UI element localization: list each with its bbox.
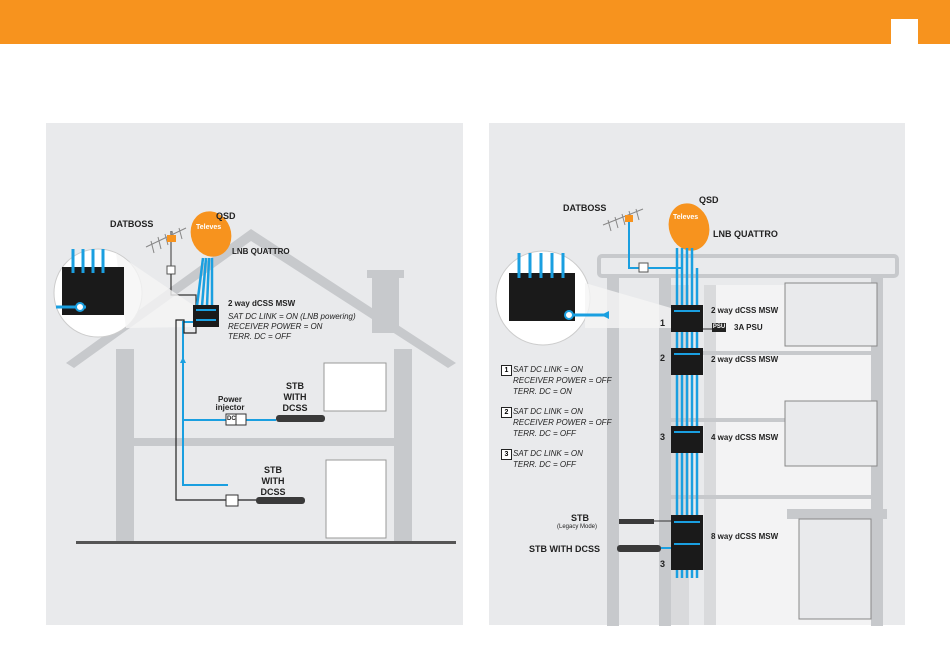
psu-label: 3A PSU xyxy=(734,323,763,332)
step-number-1: 1 xyxy=(660,318,666,328)
stb-dcss-label: STB WITH DCSS xyxy=(529,544,600,554)
msw-label: 2 way dCSS MSW xyxy=(228,299,296,308)
terrestrial-cable xyxy=(628,222,639,269)
step-number-2: 2 xyxy=(660,353,666,363)
qsd-dish xyxy=(668,203,710,251)
datboss-antenna xyxy=(602,208,644,232)
wall-socket xyxy=(225,494,239,507)
legend-1-line-1: SAT DC LINK = ON xyxy=(513,365,583,374)
step-number-3b: 3 xyxy=(660,559,666,569)
page-number-box xyxy=(891,19,918,44)
msw-box xyxy=(193,305,219,327)
legend-2-line-1: SAT DC LINK = ON xyxy=(513,407,583,416)
msw-1-label: 2 way dCSS MSW xyxy=(711,306,779,315)
stb-legacy-label: STB xyxy=(571,513,589,523)
qsd-label: QSD xyxy=(216,211,236,221)
injector-out xyxy=(235,413,247,426)
legend-2-badge: 2 xyxy=(501,407,512,418)
floor-slab xyxy=(116,438,412,446)
header-bar xyxy=(0,0,950,44)
stb1-line-1: STB xyxy=(286,381,304,391)
stb-2 xyxy=(256,497,305,504)
stb1-line-3: DCSS xyxy=(282,403,308,413)
msw-setting-1: SAT DC LINK = ON (LNB powering) xyxy=(228,312,356,321)
lnb-label: LNB QUATTRO xyxy=(713,229,778,239)
door xyxy=(325,459,387,539)
datboss-antenna xyxy=(145,227,187,254)
datboss-label: DATBOSS xyxy=(110,219,154,229)
roof-parapet xyxy=(597,254,899,278)
step-number-3: 3 xyxy=(660,432,666,442)
single-house-diagram: Televes xyxy=(46,123,463,625)
door xyxy=(798,518,872,620)
window xyxy=(323,362,387,412)
stb2-line-1: STB xyxy=(264,465,282,475)
legend-2-line-3: TERR. DC = OFF xyxy=(513,429,576,438)
lnb-cables xyxy=(195,257,214,307)
msw-4 xyxy=(671,515,703,570)
msw-3-label: 4 way dCSS MSW xyxy=(711,433,779,442)
stb-dcss xyxy=(617,545,661,552)
msw-1 xyxy=(671,305,703,332)
legend-1-badge: 1 xyxy=(501,365,512,376)
legend-3-line-1: SAT DC LINK = ON xyxy=(513,449,583,458)
msw-4-label: 8 way dCSS MSW xyxy=(711,532,779,541)
building-drawing: Televes xyxy=(495,203,899,626)
qsd-label: QSD xyxy=(699,195,719,205)
stb2-line-2: WITH xyxy=(261,476,285,486)
svg-text:Televes: Televes xyxy=(673,214,698,221)
multi-dwelling-diagram: Televes xyxy=(489,123,905,626)
stb1-line-2: WITH xyxy=(283,392,307,402)
legend-1-line-2: RECEIVER POWER = OFF xyxy=(513,376,612,385)
power-injector-label-1: Power xyxy=(217,395,242,404)
stb-1 xyxy=(276,415,325,422)
window-2 xyxy=(784,400,878,467)
stb-legacy xyxy=(619,519,654,524)
legend-3-badge: 3 xyxy=(501,449,512,460)
stb-legacy-note: (Legacy Mode) xyxy=(557,524,598,530)
feed-cable xyxy=(182,321,228,486)
terrestrial-amp xyxy=(638,262,649,273)
legend-1-line-3: TERR. DC = ON xyxy=(513,387,572,396)
dish-brand: Televes xyxy=(196,224,221,231)
dc-label: DC xyxy=(227,416,236,422)
msw-setting-2: RECEIVER POWER = ON xyxy=(228,322,323,331)
psu-badge: PSU xyxy=(712,323,726,332)
terrestrial-amp xyxy=(166,265,176,275)
msw-3 xyxy=(671,426,703,453)
terrestrial-cable xyxy=(175,319,228,501)
msw-setting-3: TERR. DC = OFF xyxy=(228,332,291,341)
qsd-dish xyxy=(190,211,232,257)
column-2 xyxy=(659,276,671,626)
house-drawing: Televes xyxy=(53,211,456,544)
datboss-label: DATBOSS xyxy=(563,203,607,213)
window-1 xyxy=(784,282,878,347)
msw-2 xyxy=(671,348,703,375)
lnb-label: LNB QUATTRO xyxy=(232,247,290,256)
legend-3-line-2: TERR. DC = OFF xyxy=(513,460,576,469)
ground-line xyxy=(76,541,456,544)
datboss-amp xyxy=(167,235,176,242)
stb2-line-3: DCSS xyxy=(260,487,286,497)
msw-2-label: 2 way dCSS MSW xyxy=(711,355,779,364)
legend-2-line-2: RECEIVER POWER = OFF xyxy=(513,418,612,427)
column-left xyxy=(607,276,619,626)
power-injector-label-2: injector xyxy=(215,403,245,412)
